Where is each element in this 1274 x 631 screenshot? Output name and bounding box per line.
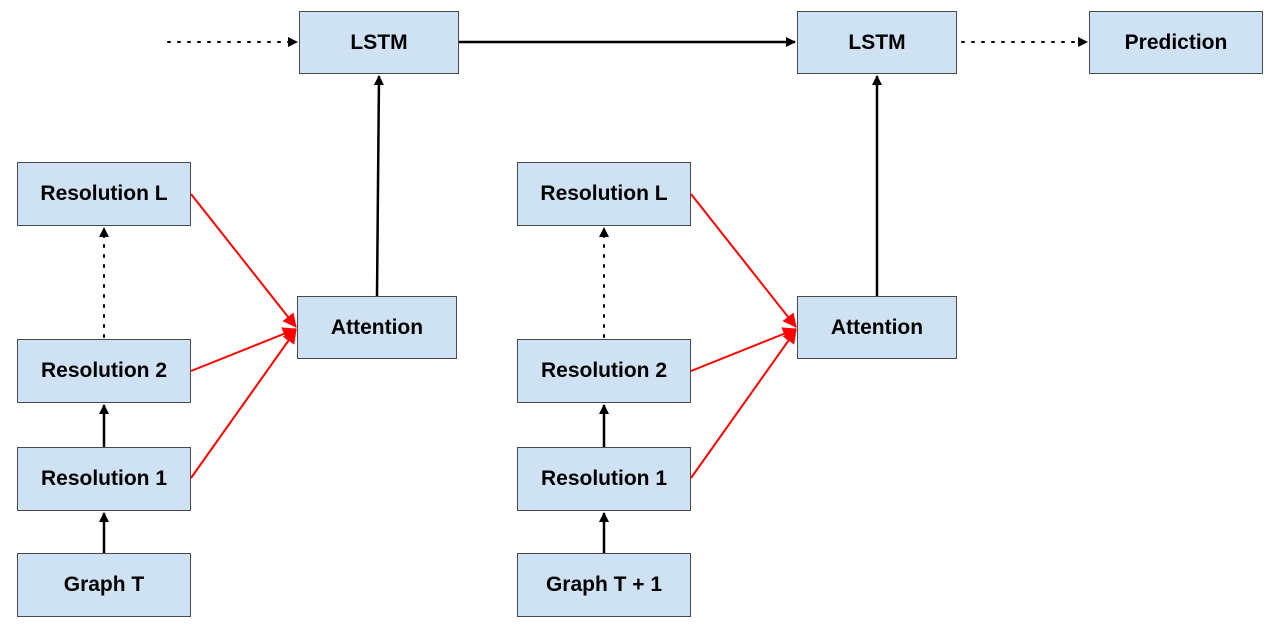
resolution-2-node-t: Resolution 2 xyxy=(17,339,191,403)
resolution-l-node-t-plus-1: Resolution L xyxy=(517,162,691,226)
lstm-node-2: LSTM xyxy=(797,11,957,74)
resolution-l-node-t: Resolution L xyxy=(17,162,191,226)
edge-resolution-2-b-to-attention-b xyxy=(690,327,797,372)
edge-attention-a-to-lstm-1 xyxy=(373,75,384,297)
lstm-node-1: LSTM xyxy=(299,11,459,74)
edge-resolution-1-b-to-attention-b xyxy=(690,329,797,479)
edge-resolution-2-a-to-attention-a xyxy=(190,327,297,372)
prediction-node: Prediction xyxy=(1089,11,1263,74)
edge-resolution-l-a-to-attention-a xyxy=(190,193,297,328)
resolution-1-node-t-plus-1: Resolution 1 xyxy=(517,447,691,511)
resolution-1-node-t: Resolution 1 xyxy=(17,447,191,511)
edge-resolution-1-a-to-attention-a xyxy=(190,329,297,479)
graph-t-node: Graph T xyxy=(17,553,191,617)
graph-t-plus-1-node: Graph T + 1 xyxy=(517,553,691,617)
attention-node-t: Attention xyxy=(297,296,457,359)
edge-resolution-l-b-to-attention-b xyxy=(690,193,797,328)
attention-node-t-plus-1: Attention xyxy=(797,296,957,359)
resolution-2-node-t-plus-1: Resolution 2 xyxy=(517,339,691,403)
